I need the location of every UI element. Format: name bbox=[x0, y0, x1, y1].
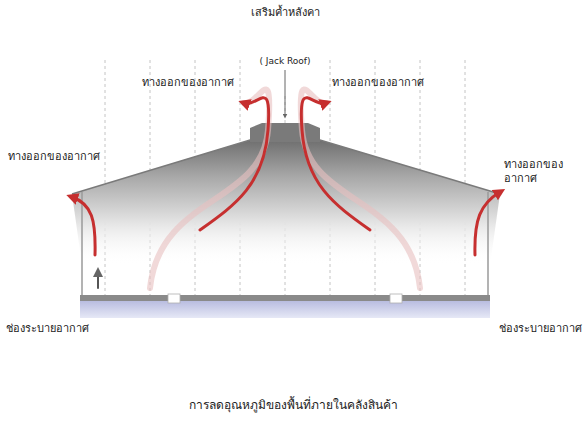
left-wall bbox=[81, 192, 83, 298]
roof-line bbox=[72, 140, 500, 194]
air-outlet-label: ทางออกของอากาศ bbox=[142, 76, 234, 90]
air-flow-arrows bbox=[72, 89, 500, 288]
leader-line bbox=[285, 70, 286, 116]
ground-band bbox=[80, 301, 490, 318]
caption: การลดอุณหภูมิของพื้นที่ภายในคลังสินค้า bbox=[189, 398, 398, 413]
roof-label: ( Jack Roof) bbox=[259, 56, 310, 67]
floor-vent bbox=[390, 294, 402, 303]
air-outlet-label: ทางออกของอากาศ bbox=[8, 150, 100, 164]
roof-shade bbox=[72, 140, 500, 265]
vent-label: ช่องระบายอากาศ bbox=[6, 322, 89, 336]
jack-roof bbox=[250, 123, 320, 142]
air-outlet-label: ทางออกของอากาศ bbox=[332, 76, 424, 90]
air-outlet-label: ทางออกของ อากาศ bbox=[504, 158, 580, 186]
roof-label: เสริมค้ำหลังคา bbox=[251, 6, 320, 20]
vent-label: ช่องระบายอากาศ bbox=[499, 322, 582, 336]
right-wall bbox=[487, 192, 489, 298]
floor-slab bbox=[80, 295, 490, 301]
floor-vent bbox=[168, 294, 180, 303]
